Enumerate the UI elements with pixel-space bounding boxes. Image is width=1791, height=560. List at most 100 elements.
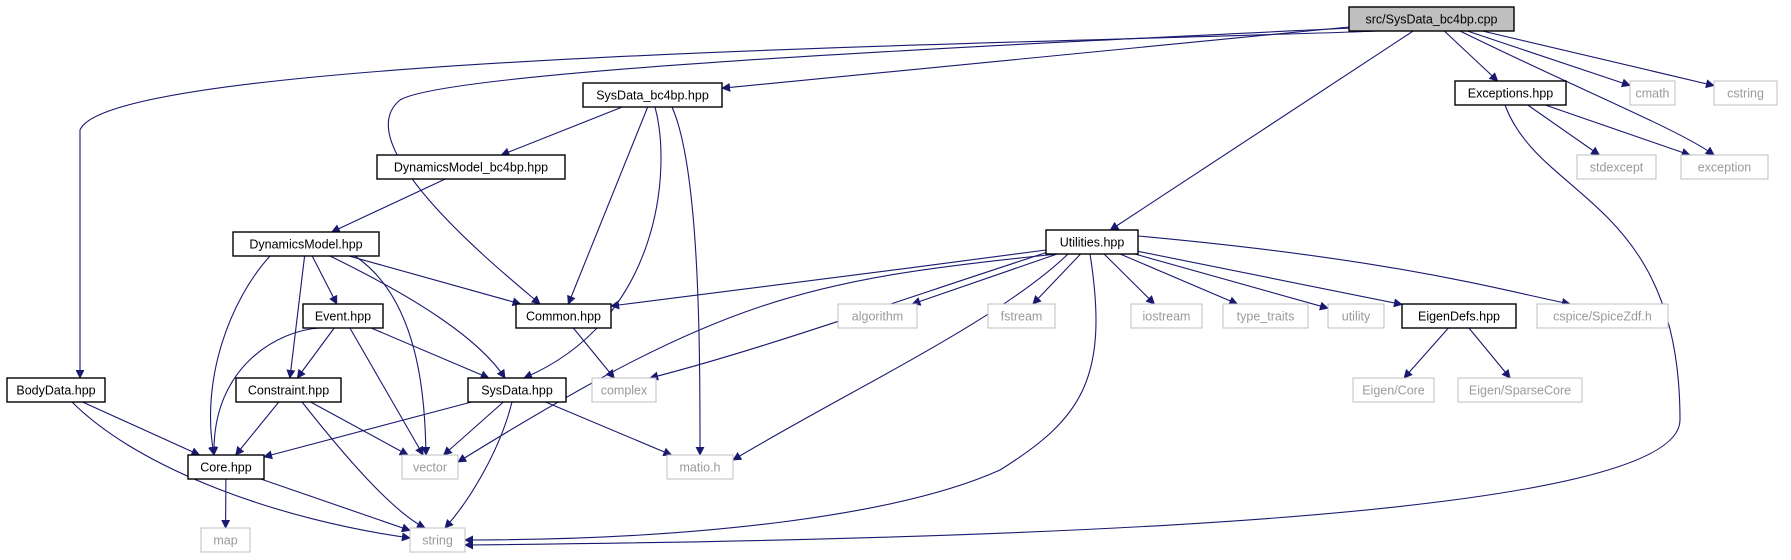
node-box — [1327, 303, 1385, 329]
edge-sysdata_bc4bp-to-common — [567, 106, 649, 305]
edge-event-to-core — [209, 327, 321, 456]
node-sysdata[interactable]: SysData.hpp — [467, 377, 567, 403]
edge-exceptions-to-string — [464, 104, 1681, 550]
edge-dynmodel-to-vector — [354, 255, 431, 456]
node-box — [837, 303, 918, 329]
node-label: Eigen/Core — [1362, 384, 1425, 398]
edge-bodydata-to-core — [82, 401, 201, 456]
node-box — [6, 377, 106, 403]
node-box — [1130, 303, 1203, 329]
node-box — [666, 454, 734, 480]
node-box — [467, 377, 567, 403]
node-label: src/SysData_bc4bp.cpp — [1365, 13, 1497, 27]
node-box — [302, 303, 384, 329]
node-iostream: iostream — [1130, 303, 1203, 329]
edge-eigendefs-to-eigencore — [1403, 327, 1449, 379]
node-label: complex — [601, 384, 648, 398]
edge-dynbc4bp-to-dynmodel — [330, 178, 446, 233]
node-utility: utility — [1327, 303, 1385, 329]
node-box — [235, 377, 342, 403]
node-label: cstring — [1727, 87, 1764, 101]
edge-sysdata_bc4bp-to-matio — [671, 106, 705, 456]
edge-dynmodel-to-common — [348, 255, 522, 307]
edge-bodydata-to-string — [71, 401, 411, 542]
node-box — [1352, 377, 1435, 403]
edge-root-to-exception — [1459, 30, 1715, 156]
node-eigencore: Eigen/Core — [1352, 377, 1435, 403]
node-label: Constraint.hpp — [248, 384, 329, 398]
node-box — [1401, 303, 1517, 329]
node-label: Eigen/SparseCore — [1469, 384, 1571, 398]
node-box — [1222, 303, 1309, 329]
node-box — [187, 454, 265, 480]
node-dynmodel[interactable]: DynamicsModel.hpp — [232, 231, 380, 257]
edge-constraint-to-vector — [310, 401, 409, 456]
node-label: EigenDefs.hpp — [1418, 310, 1500, 324]
node-box — [232, 231, 380, 257]
edge-exceptions-to-stdexcept — [1527, 104, 1601, 156]
edge-dynmodel-to-sysdata — [329, 255, 506, 379]
node-label: matio.h — [680, 461, 721, 475]
edge-sysdata-to-string — [444, 401, 513, 529]
node-vector: vector — [401, 454, 459, 480]
node-constraint[interactable]: Constraint.hpp — [235, 377, 342, 403]
node-utilities[interactable]: Utilities.hpp — [1045, 229, 1139, 255]
edge-utilities-to-eigendefs — [1137, 250, 1403, 308]
node-map: map — [200, 527, 251, 553]
node-label: utility — [1342, 310, 1371, 324]
node-exceptions[interactable]: Exceptions.hpp — [1454, 80, 1567, 106]
edge-root-to-cmath — [1467, 30, 1631, 88]
node-type_traits: type_traits — [1222, 303, 1309, 329]
node-cstring: cstring — [1713, 80, 1778, 106]
edge-utilities-to-complex — [649, 251, 1049, 381]
node-label: fstream — [1001, 310, 1043, 324]
edge-utilities-to-spicezdf — [1137, 235, 1571, 307]
node-core[interactable]: Core.hpp — [187, 454, 265, 480]
node-label: SysData.hpp — [481, 384, 553, 398]
node-box — [1713, 80, 1778, 106]
edge-sysdata-to-core — [263, 401, 472, 460]
node-sysdata_bc4bp[interactable]: SysData_bc4bp.hpp — [582, 82, 723, 108]
edge-root-to-cstring — [1482, 30, 1715, 89]
node-label: algorithm — [852, 310, 903, 324]
node-bodydata[interactable]: BodyData.hpp — [6, 377, 106, 403]
node-root[interactable]: src/SysData_bc4bp.cpp — [1348, 6, 1515, 32]
node-cmath: cmath — [1629, 80, 1676, 106]
node-box — [1576, 154, 1657, 180]
edge-event-to-vector — [349, 327, 424, 456]
node-label: DynamicsModel.hpp — [249, 238, 362, 252]
edge-exceptions-to-exception — [1545, 104, 1691, 157]
node-eigendefs[interactable]: EigenDefs.hpp — [1401, 303, 1517, 329]
edge-root-to-exceptions — [1443, 30, 1499, 82]
node-label: Exceptions.hpp — [1468, 87, 1554, 101]
edge-sysdata_bc4bp-to-dynbc4bp — [500, 106, 623, 157]
node-event[interactable]: Event.hpp — [302, 303, 384, 329]
node-label: cspice/SpiceZdf.h — [1553, 310, 1652, 324]
node-common[interactable]: Common.hpp — [515, 303, 612, 329]
node-algorithm: algorithm — [837, 303, 918, 329]
edge-utilities-to-fstream — [1032, 253, 1081, 305]
node-box — [401, 454, 459, 480]
node-exception: exception — [1680, 154, 1769, 180]
node-box — [1045, 229, 1139, 255]
node-label: Common.hpp — [526, 310, 601, 324]
node-label: exception — [1698, 161, 1752, 175]
edge-constraint-to-string — [301, 401, 426, 529]
edge-root-to-common — [387, 27, 1353, 305]
node-box — [376, 154, 566, 180]
node-dynbc4bp[interactable]: DynamicsModel_bc4bp.hpp — [376, 154, 566, 180]
node-complex: complex — [591, 377, 657, 403]
node-label: BodyData.hpp — [16, 384, 95, 398]
edge-event-to-sysdata — [370, 327, 490, 379]
edge-utilities-to-common — [610, 249, 1047, 310]
node-fstream: fstream — [987, 303, 1056, 329]
edge-sysdata-to-matio — [545, 401, 673, 457]
edge-dynmodel-to-event — [311, 255, 338, 305]
edge-sysdata-to-vector — [442, 401, 504, 456]
node-box — [409, 527, 466, 553]
node-label: Core.hpp — [200, 461, 251, 475]
edge-utilities-to-string — [464, 253, 1097, 545]
node-label: SysData_bc4bp.hpp — [596, 89, 709, 103]
